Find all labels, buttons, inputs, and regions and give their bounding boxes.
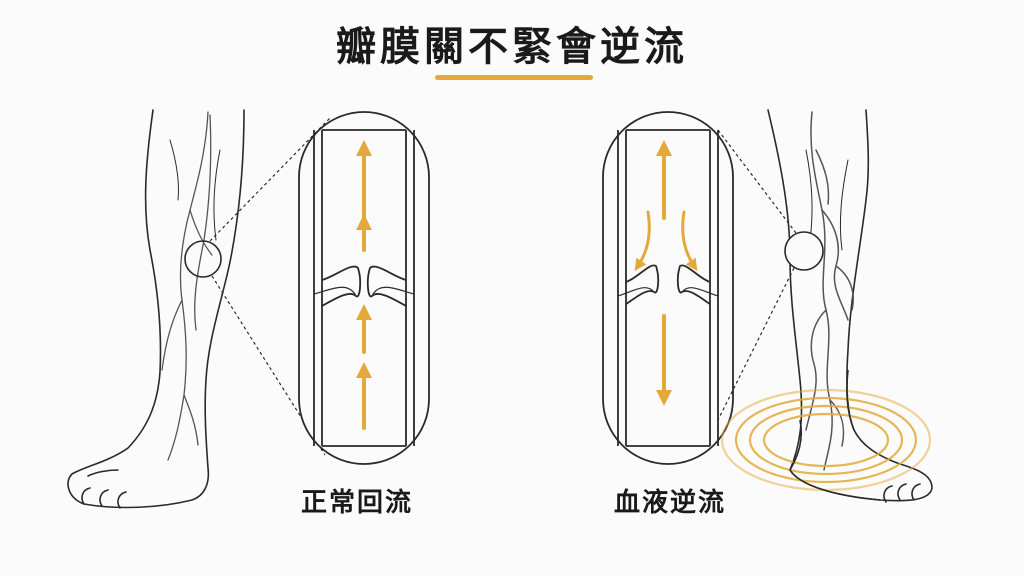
left-magnify-circle: [184, 240, 222, 278]
left-leg-veins: [161, 111, 213, 461]
swelling-rings: [720, 388, 932, 492]
left-leg: [67, 109, 245, 509]
caption-blood-reflux: 血液逆流: [613, 488, 726, 518]
title-underline: [435, 75, 593, 80]
right-leg-veins: [805, 111, 854, 471]
normal-valve-capsule: [298, 111, 430, 465]
reflux-valve-capsule: [602, 111, 734, 465]
reflux-flow-arrows: [634, 140, 698, 406]
page-title: 瓣膜關不緊會逆流: [336, 24, 688, 70]
right-leg: [767, 109, 933, 503]
right-magnify-circle: [784, 231, 824, 271]
caption-normal-return: 正常回流: [300, 488, 413, 518]
